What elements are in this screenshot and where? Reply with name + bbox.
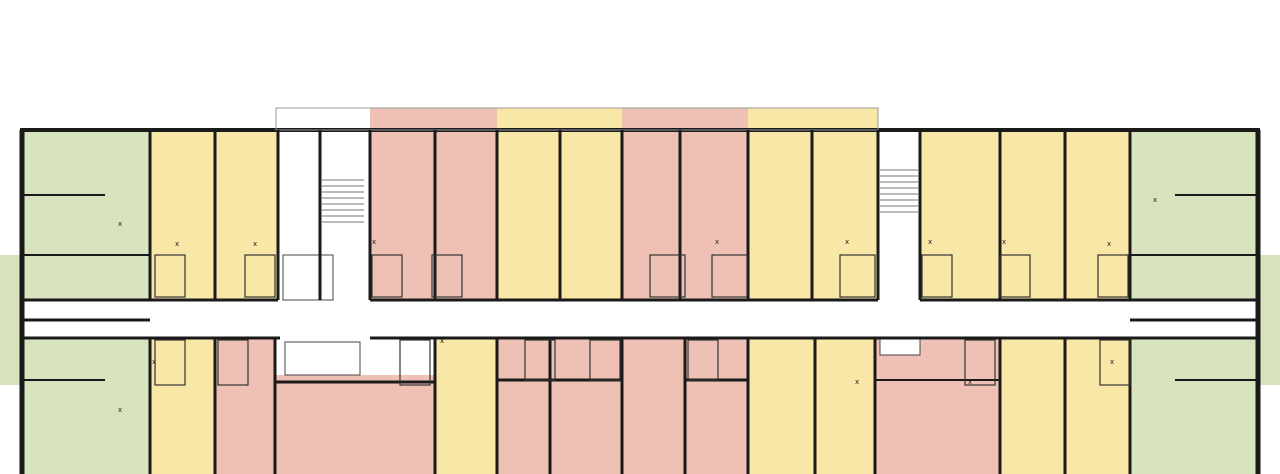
fixture-marker: x (1153, 196, 1157, 204)
fixture-marker: x (715, 238, 719, 246)
bathroom (921, 254, 953, 298)
bathroom (711, 254, 748, 298)
apartment-unit-pink (275, 375, 435, 474)
apartment-unit-yellow (1065, 338, 1130, 474)
apartment-unit-green (1130, 338, 1258, 474)
apartment-units (0, 108, 1280, 474)
apartment-unit-yellow (1000, 130, 1065, 300)
fixture-marker: x (118, 406, 122, 414)
apartment-unit-yellow (748, 338, 815, 474)
elevator (879, 337, 921, 356)
bathroom (244, 254, 276, 298)
bathroom (649, 254, 686, 298)
apartment-unit-pink (875, 338, 1000, 474)
elevator (282, 254, 334, 301)
bathroom (371, 254, 403, 298)
apartment-unit-yellow (215, 130, 278, 300)
apartment-unit-green (0, 255, 22, 385)
bathroom (524, 339, 556, 381)
apartment-unit-green (1130, 130, 1258, 300)
bathroom (687, 339, 719, 381)
elevator (284, 341, 361, 376)
fixture-markers: x x x x x x x x x x x x x x x x (118, 196, 1157, 414)
bathroom (1097, 254, 1129, 298)
apartment-unit-pink (215, 338, 275, 474)
apartment-unit-yellow (150, 130, 215, 300)
bathroom (589, 339, 621, 381)
apartment-unit-yellow (1000, 338, 1065, 474)
apartment-unit-yellow (435, 338, 497, 474)
apartment-unit-green (22, 130, 150, 300)
fixture-marker: x (845, 238, 849, 246)
fixture-marker: x (1002, 238, 1006, 246)
fixture-marker: x (152, 358, 156, 366)
apartment-unit-green (22, 338, 150, 474)
bathroom (431, 254, 463, 298)
fixture-marker: x (372, 238, 376, 246)
apartment-unit-yellow (815, 338, 875, 474)
fixture-marker: x (928, 238, 932, 246)
bathroom (217, 339, 249, 386)
fixture-marker: x (118, 220, 122, 228)
apartment-unit-yellow (920, 130, 1000, 300)
fixture-marker: x (440, 337, 444, 345)
fixture-marker: x (253, 240, 257, 248)
bathroom (154, 254, 186, 298)
bathroom (839, 254, 876, 298)
bathroom (1099, 339, 1131, 386)
bathroom (964, 339, 996, 386)
fixture-marker: x (968, 378, 972, 386)
walls (19, 107, 1261, 474)
apartment-unit-yellow (150, 338, 215, 474)
fixture-marker: x (175, 240, 179, 248)
fixture-marker: x (1107, 240, 1111, 248)
fixture-marker: x (1110, 358, 1114, 366)
apartment-unit-green (1258, 255, 1280, 385)
bathroom (999, 254, 1031, 298)
bathroom (399, 339, 431, 386)
balcony-outline (275, 107, 879, 131)
apartment-unit-pink (497, 338, 622, 474)
fixture-marker: x (855, 378, 859, 386)
bathroom (154, 339, 186, 386)
